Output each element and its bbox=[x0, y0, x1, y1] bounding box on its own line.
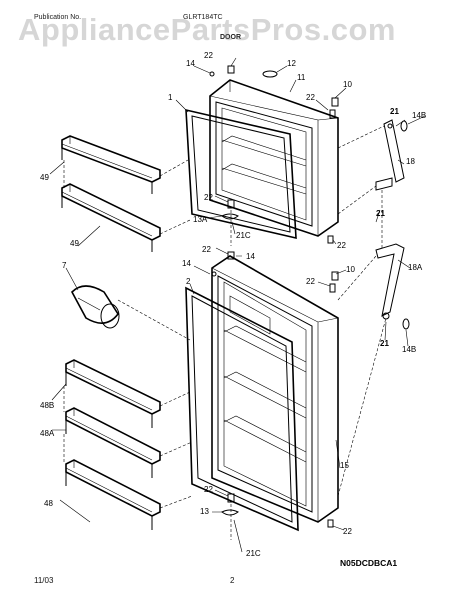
fresh-food-shelf-48b bbox=[65, 359, 161, 428]
callout-49: 49 bbox=[70, 239, 79, 248]
callout-49: 49 bbox=[40, 173, 49, 182]
callout-22: 22 bbox=[202, 245, 211, 254]
callout-48b: 48B bbox=[40, 401, 54, 410]
callout-15: 15 bbox=[340, 461, 349, 470]
callout-22: 22 bbox=[337, 241, 346, 250]
callout-labels: 22 14 12 11 10 1 22 21 14B 18 49 49 22 1… bbox=[40, 51, 426, 558]
callout-21: 21 bbox=[380, 339, 389, 348]
callout-22: 22 bbox=[204, 485, 213, 494]
freezer-door-shelf-49-top bbox=[61, 135, 161, 194]
callout-14b: 14B bbox=[402, 345, 416, 354]
leader-lines bbox=[49, 57, 426, 553]
callout-22: 22 bbox=[204, 51, 213, 60]
freezer-door-panel bbox=[209, 79, 339, 237]
callout-13a: 13A bbox=[193, 215, 208, 224]
callout-18: 18 bbox=[406, 157, 415, 166]
fresh-food-door-panel bbox=[211, 255, 339, 523]
diagram-code: N05DCDBCA1 bbox=[340, 558, 398, 568]
dairy-bin bbox=[71, 285, 120, 329]
callout-21c: 21C bbox=[236, 231, 251, 240]
callout-13: 13 bbox=[200, 507, 209, 516]
freezer-hinge-bracket bbox=[375, 119, 408, 191]
callout-1: 1 bbox=[168, 93, 173, 102]
callout-14b: 14B bbox=[412, 111, 426, 120]
callout-11: 11 bbox=[297, 73, 306, 82]
callout-14: 14 bbox=[182, 259, 191, 268]
footer-date: 11/03 bbox=[34, 576, 54, 585]
lower-hinge-bracket bbox=[375, 243, 410, 330]
callout-48a: 48A bbox=[40, 429, 55, 438]
callout-22: 22 bbox=[306, 93, 315, 102]
freezer-door-shelf-49-bottom bbox=[61, 183, 161, 252]
model-number: GLRT184TC bbox=[183, 14, 223, 21]
fresh-food-hardware bbox=[211, 251, 339, 528]
callout-22: 22 bbox=[306, 277, 315, 286]
callout-21: 21 bbox=[390, 107, 399, 116]
assembly-guide-lines bbox=[63, 125, 387, 540]
fresh-food-shelf-48a bbox=[65, 407, 161, 478]
watermark-logo: AppliancePartsPros.com bbox=[18, 12, 396, 47]
section-title: DOOR bbox=[220, 34, 241, 41]
callout-2: 2 bbox=[186, 277, 191, 286]
callout-48: 48 bbox=[44, 499, 53, 508]
callout-10: 10 bbox=[346, 265, 355, 274]
callout-12: 12 bbox=[287, 59, 296, 68]
callout-14: 14 bbox=[186, 59, 195, 68]
freezer-door-gasket bbox=[185, 108, 297, 240]
callout-22: 22 bbox=[204, 193, 213, 202]
callout-21c: 21C bbox=[246, 549, 261, 558]
callout-22: 22 bbox=[343, 527, 352, 536]
callout-10: 10 bbox=[343, 80, 352, 89]
fresh-food-door-gasket bbox=[185, 286, 299, 532]
callout-14: 14 bbox=[246, 252, 255, 261]
fresh-food-shelf-48 bbox=[65, 459, 161, 530]
footer-page-number: 2 bbox=[230, 576, 235, 585]
callout-21: 21 bbox=[376, 209, 385, 218]
callout-18a: 18A bbox=[408, 263, 423, 272]
publication-label: Publication No. bbox=[34, 14, 82, 21]
freezer-top-hardware bbox=[209, 65, 339, 244]
callout-7: 7 bbox=[62, 261, 67, 270]
